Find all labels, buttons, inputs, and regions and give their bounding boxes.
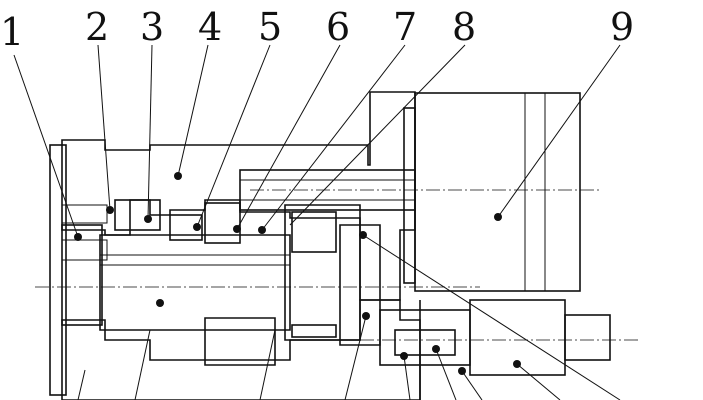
gear-block bbox=[114, 199, 381, 366]
main-shaft bbox=[99, 234, 291, 331]
leader-lines bbox=[13, 44, 621, 400]
lower-actuator bbox=[379, 299, 611, 400]
part-labels: 1 2 3 4 5 6 7 8 9 bbox=[0, 5, 634, 54]
label-1: 1 bbox=[0, 10, 24, 54]
motor bbox=[403, 92, 581, 292]
label-6: 6 bbox=[326, 5, 350, 49]
label-7: 7 bbox=[393, 5, 417, 49]
label-2: 2 bbox=[85, 5, 109, 49]
label-9: 9 bbox=[610, 5, 634, 49]
centerlines bbox=[35, 189, 640, 341]
left-flange bbox=[49, 144, 108, 396]
label-3: 3 bbox=[140, 5, 164, 49]
label-8: 8 bbox=[452, 5, 476, 49]
housing bbox=[61, 91, 421, 400]
label-4: 4 bbox=[198, 5, 222, 49]
leader-dots bbox=[74, 172, 521, 375]
label-5: 5 bbox=[258, 5, 282, 49]
